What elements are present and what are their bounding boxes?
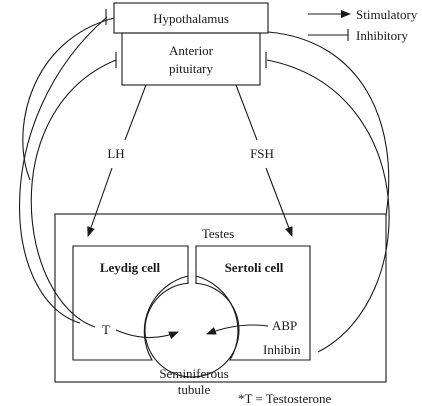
t-to-pituitary-inhibition: [30, 59, 117, 328]
testes-right-to-hypothalamus-curve: [267, 31, 390, 217]
t-arrow: [115, 329, 179, 340]
hypothalamus-to-testes-curve: [22, 17, 115, 181]
footnote: *T = Testosterone: [238, 391, 332, 406]
fsh-arrow-lower: [265, 167, 293, 237]
testes-box: [54, 213, 387, 383]
t-label: T: [102, 322, 110, 337]
seminiferous-label-line1: Seminiferous: [159, 366, 228, 381]
abp-label: ABP: [272, 318, 297, 333]
lh-line-upper: [124, 84, 147, 141]
seminiferous-label-line2: tubule: [178, 382, 211, 397]
legend-stimulatory-label: Stimulatory: [356, 7, 418, 22]
inhibin-label: Inhibin: [263, 342, 301, 357]
inhibin-to-pituitary-inhibition: [266, 59, 390, 353]
abp-arrow: [206, 324, 269, 335]
anterior-pituitary-box: [121, 32, 261, 86]
anterior-pituitary-label-line2: pituitary: [169, 61, 214, 76]
fsh-label: FSH: [250, 146, 274, 161]
leydig-label: Leydig cell: [100, 260, 161, 275]
fsh-line-upper: [235, 84, 258, 141]
lh-label: LH: [107, 146, 124, 161]
hypothalamus-label: Hypothalamus: [153, 11, 229, 26]
legend-inhibitory-label: Inhibitory: [356, 28, 408, 43]
t-to-hypothalamus-inhibition: [19, 16, 108, 324]
lh-arrow-lower: [87, 167, 113, 237]
tubule-gap-mask: [188, 270, 196, 284]
sertoli-compartment: [195, 245, 311, 361]
sertoli-label: Sertoli cell: [225, 260, 284, 275]
anterior-pituitary-label-line1: Anterior: [169, 43, 214, 58]
seminiferous-tubule-circle: [144, 282, 240, 378]
testes-label: Testes: [202, 226, 234, 241]
